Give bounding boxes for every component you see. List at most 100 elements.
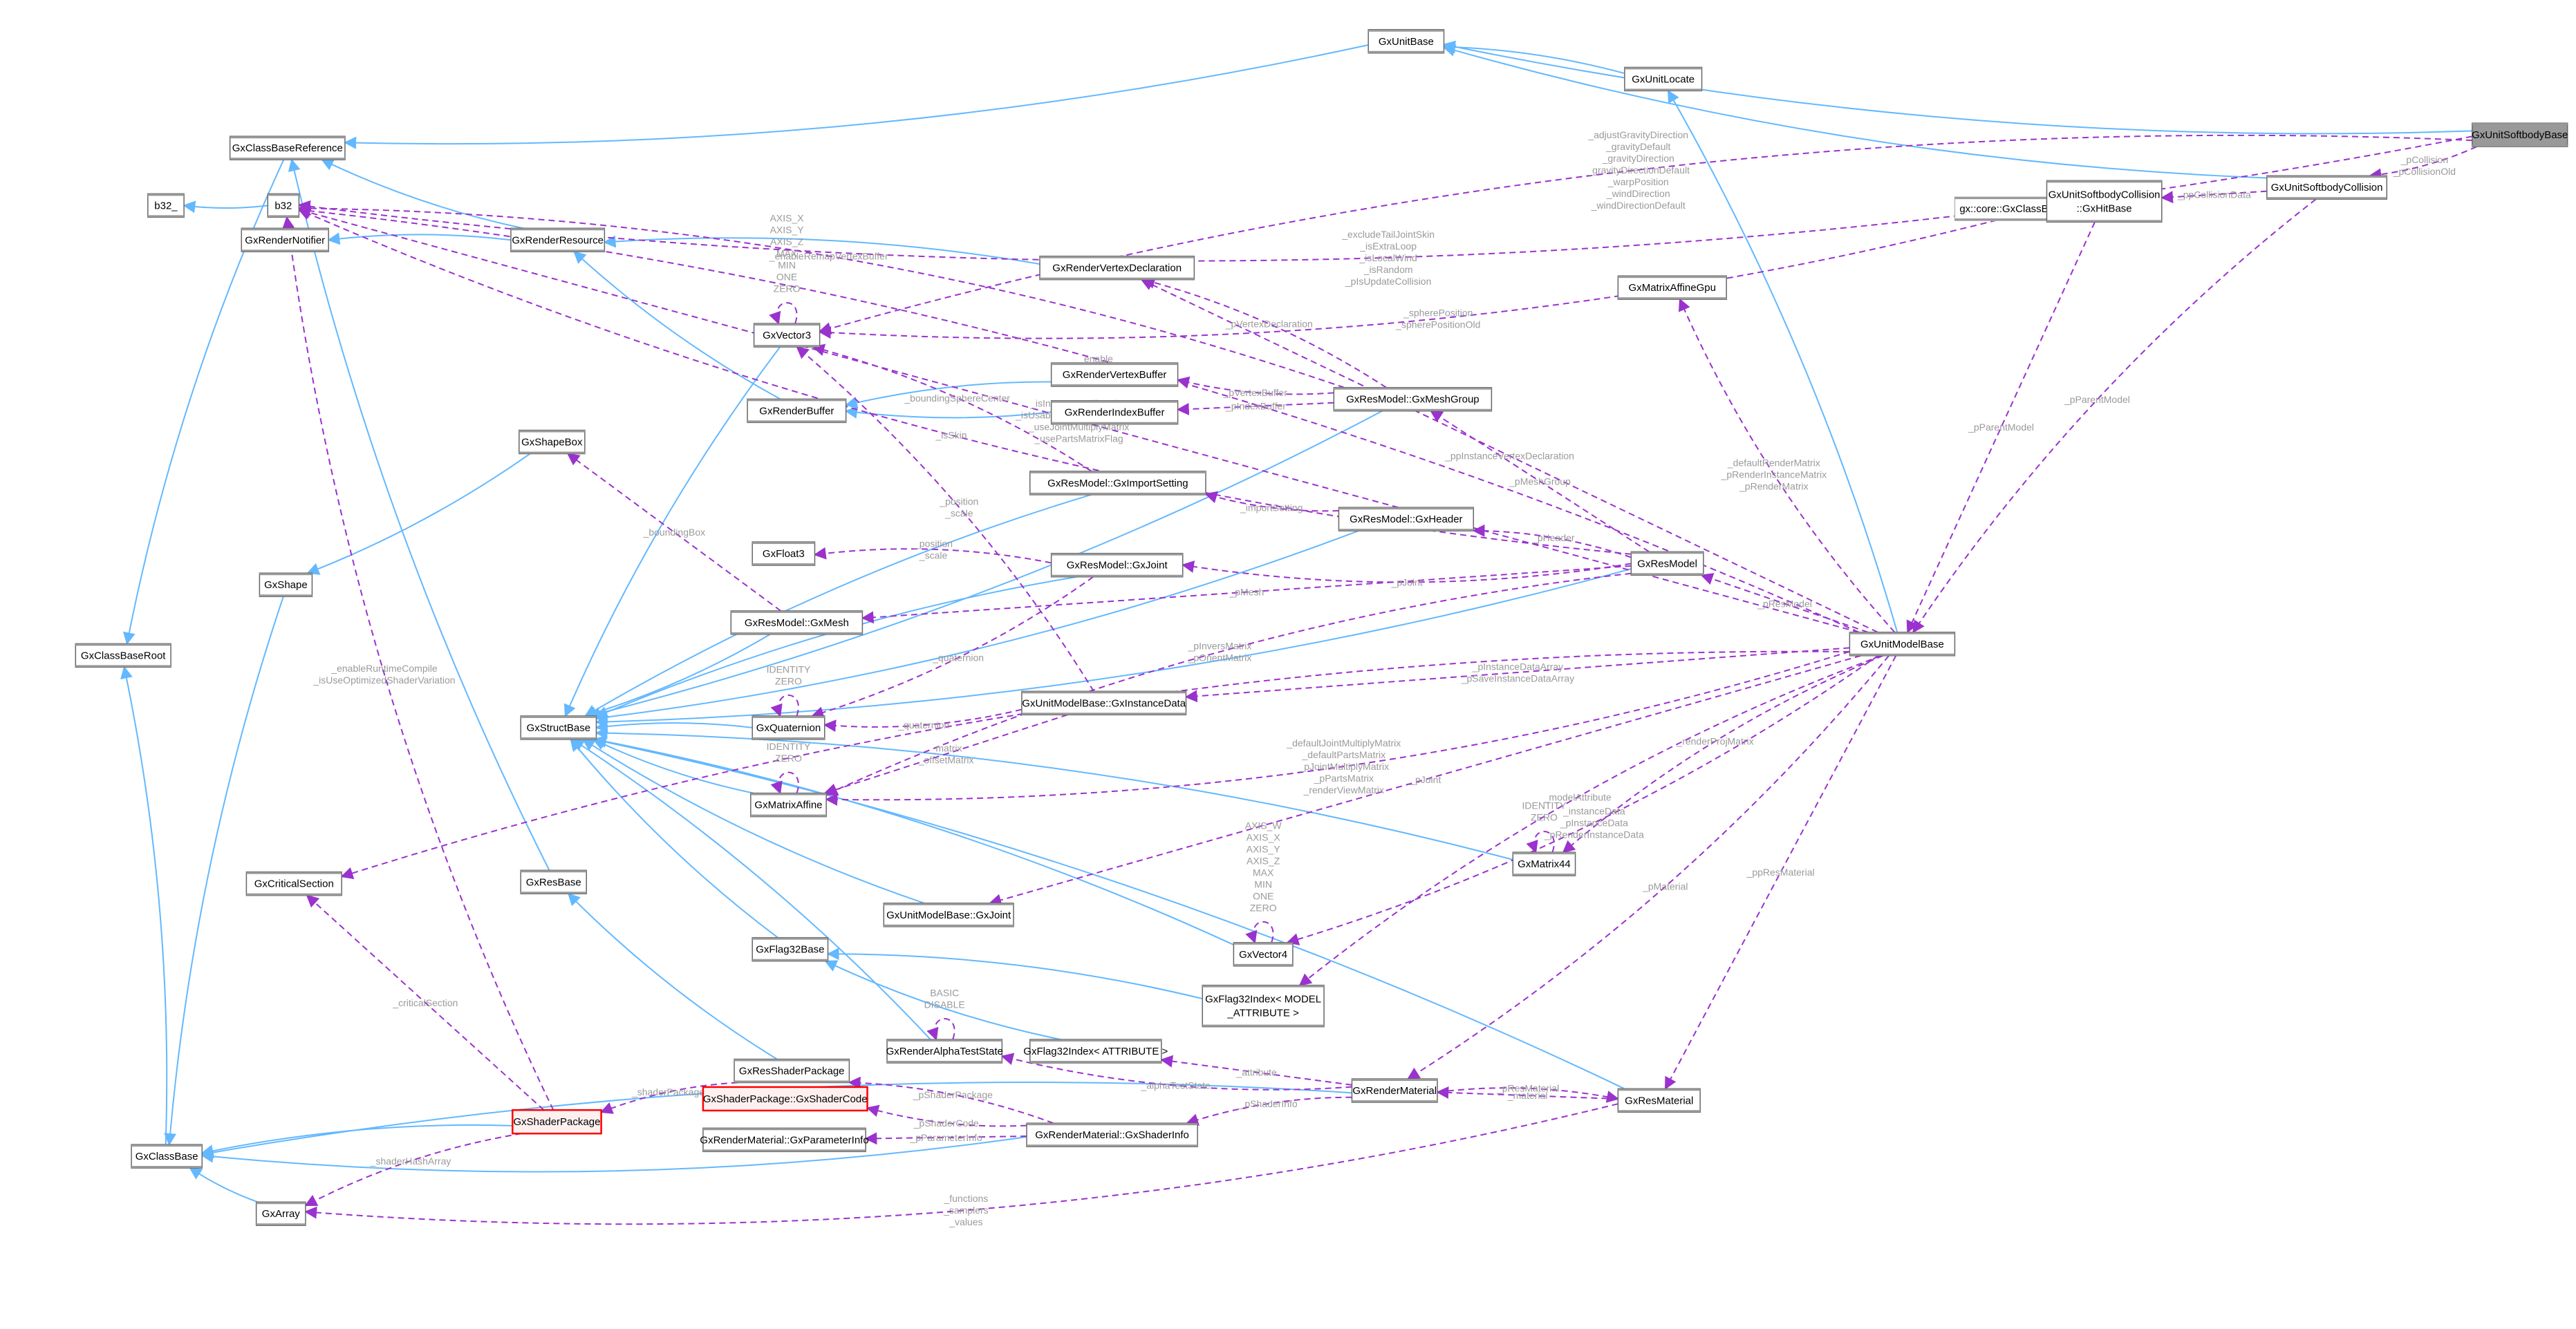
- inheritance-edge-gxarray-to-gxclassbase: [189, 1167, 258, 1203]
- node-label-line: GxShaderPackage::GxShaderCode: [703, 1093, 868, 1105]
- edge-label-line: _pPartsMatrix: [1314, 773, 1374, 784]
- class-node-gxcriticalsection[interactable]: GxCriticalSection: [245, 871, 342, 896]
- node-top-bar: [521, 715, 597, 718]
- class-node-gxunitlocate[interactable]: GxUnitLocate: [1624, 66, 1703, 92]
- edge-label-line: _pOrientMatrix: [1188, 652, 1252, 663]
- edge-labels-layer: _pCollision_pCollisionOld_ppCollisionDat…: [312, 129, 2456, 1227]
- class-node-gxvector3[interactable]: GxVector3: [753, 323, 821, 348]
- node-label-line: GxUnitModelBase: [1860, 639, 1944, 650]
- edge-label-line: _position: [939, 496, 978, 507]
- edge-label-line: _enableRuntimeCompile: [330, 663, 438, 674]
- node-top-bar: [1849, 632, 1955, 634]
- class-node-gxquaternion[interactable]: GxQuaternion: [752, 715, 825, 740]
- edge-label-b32: _isSkin: [935, 430, 967, 441]
- node-label-line: GxShape: [264, 579, 308, 591]
- class-node-gximportsetting[interactable]: GxResModel::GxImportSetting: [1029, 471, 1206, 496]
- node-bottom-bar: [268, 215, 299, 218]
- class-node-gxflag32indexmodel[interactable]: GxFlag32Index< MODEL_ATTRIBUTE >: [1202, 984, 1325, 1028]
- class-node-gxshape[interactable]: GxShape: [259, 572, 313, 597]
- class-node-gxunitbase[interactable]: GxUnitBase: [1368, 29, 1445, 54]
- class-node-gxflag32indexattr[interactable]: GxFlag32Index< ATTRIBUTE >: [1023, 1039, 1168, 1064]
- class-node-gxclassbasereference[interactable]: GxClassBaseReference: [229, 135, 346, 160]
- class-node-gxinstancedata[interactable]: GxUnitModelBase::GxInstanceData: [1021, 690, 1187, 716]
- node-bottom-bar: [1954, 218, 2070, 221]
- class-node-gxunitmodelbase[interactable]: GxUnitModelBase: [1849, 632, 1956, 657]
- class-node-gxresmaterial[interactable]: GxResMaterial: [1617, 1088, 1701, 1113]
- edge-label-gxresshaderpackage: _pShaderPackage: [913, 1089, 993, 1100]
- node-top-bar: [1618, 276, 1727, 279]
- self-loop-gxvector4: [1245, 921, 1274, 944]
- edge-label-line: _ppInstanceVertexDeclaration: [1444, 451, 1574, 462]
- node-bottom-bar: [752, 563, 815, 566]
- class-node-gxrenderalphateststate[interactable]: GxRenderAlphaTestState: [886, 1039, 1003, 1064]
- edge-label-line: _gravityDirectionDefault: [1586, 164, 1690, 176]
- usage-edge-gxunitmodelbase-to-gxrendervertexdeclaration: [1140, 279, 1878, 633]
- class-node-gxstructbase[interactable]: GxStructBase: [520, 715, 597, 740]
- class-node-gxumbjoint[interactable]: GxUnitModelBase::GxJoint: [883, 903, 1014, 927]
- node-label: GxArray: [262, 1208, 301, 1220]
- node-label: GxFloat3: [763, 548, 805, 560]
- class-node-gxunitsoftbodybase[interactable]: GxUnitSoftbodyBase: [2472, 122, 2568, 147]
- class-node-gxheader[interactable]: GxResModel::GxHeader: [1338, 507, 1475, 531]
- edge-label-gxresmaterial: _pResMaterial: [1496, 1083, 1559, 1094]
- class-node-gxshaderpackage[interactable]: GxShaderPackage: [512, 1109, 602, 1135]
- class-node-gxshadercode[interactable]: GxShaderPackage::GxShaderCode: [702, 1086, 868, 1112]
- class-node-gxshaderinfo[interactable]: GxRenderMaterial::GxShaderInfo: [1026, 1122, 1198, 1147]
- edge-label-line: ZERO: [1250, 902, 1277, 913]
- node-label: GxRenderVertexBuffer: [1063, 369, 1167, 381]
- edge-label-line: _pCollisionOld: [2393, 166, 2456, 177]
- class-node-gxclassbaseroot[interactable]: GxClassBaseRoot: [75, 643, 171, 668]
- class-node-b32[interactable]: b32: [267, 193, 300, 218]
- inheritance-edge-gximportsetting-to-gxstructbase: [584, 493, 1092, 717]
- edge-label-line: _excludeTailJointSkin: [1341, 229, 1435, 240]
- class-node-gxrenderresource[interactable]: GxRenderResource: [510, 227, 606, 253]
- node-label: GxRenderAlphaTestState: [886, 1046, 1003, 1057]
- class-node-gxrendervertexdeclaration[interactable]: GxRenderVertexDeclaration: [1039, 255, 1195, 281]
- inheritance-edge-gxflag32base-to-gxstructbase: [570, 738, 778, 939]
- class-node-gxrenderindexbuffer[interactable]: GxRenderIndexBuffer: [1050, 399, 1179, 425]
- class-node-gxresmodeljoint[interactable]: GxResModel::GxJoint: [1050, 552, 1184, 578]
- node-top-bar: [731, 610, 863, 613]
- class-node-gxfloat3[interactable]: GxFloat3: [752, 541, 816, 566]
- edge-label-line: _pVertexDeclaration: [1225, 319, 1313, 330]
- node-bottom-bar: [1040, 277, 1195, 280]
- class-node-gxclassbase[interactable]: GxClassBase: [131, 1144, 203, 1169]
- edge-label-gxrendermaterial: _material: [1507, 1090, 1548, 1101]
- node-bottom-bar: [1233, 963, 1293, 966]
- class-node-gxmatrixaffine[interactable]: GxMatrixAffine: [750, 792, 827, 818]
- class-node-gxflag32base[interactable]: GxFlag32Base: [752, 936, 829, 962]
- class-node-gxrendervertexbuffer[interactable]: GxRenderVertexBuffer: [1050, 362, 1179, 387]
- class-node-gxarray[interactable]: GxArray: [255, 1201, 306, 1226]
- class-node-gxunitsoftbodycollision[interactable]: GxUnitSoftbodyCollision: [2266, 175, 2388, 200]
- edge-label-line: _pMaterial: [1642, 881, 1688, 892]
- edge-label-line: _enableRemapVertexBuffer: [769, 251, 888, 262]
- usage-edge-gxmeshgroup-to-b32: [297, 202, 1345, 388]
- class-node-gxmesh[interactable]: GxResModel::GxMesh: [730, 610, 864, 635]
- node-label: GxMatrix44: [1518, 858, 1571, 870]
- class-node-gxrendermaterial[interactable]: GxRenderMaterial: [1351, 1078, 1438, 1103]
- class-node-gxmatrixaffinegpu[interactable]: GxMatrixAffineGpu: [1617, 275, 1727, 300]
- edge-label-line: IDENTITY: [767, 741, 811, 752]
- inheritance-edge-gxshaderinfo-to-gxclassbase: [200, 1135, 1027, 1173]
- class-node-gxparameterinfo[interactable]: GxRenderMaterial::GxParameterInfo: [700, 1127, 869, 1153]
- class-node-hitbase[interactable]: GxUnitSoftbodyCollision::GxHitBase: [2046, 180, 2163, 223]
- class-node-gxresbase[interactable]: GxResBase: [520, 869, 587, 895]
- node-top-bar: [1368, 29, 1444, 32]
- class-node-gxrendernotifier[interactable]: GxRenderNotifier: [241, 227, 329, 253]
- edge-label-gxunitsoftbodycollision: _pCollision_pCollisionOld: [2393, 154, 2456, 177]
- class-node-gxshapebox[interactable]: GxShapeBox: [519, 429, 586, 455]
- node-label: GxVector4: [1239, 949, 1287, 961]
- edge-label-line: AXIS_Z: [770, 236, 804, 247]
- node-top-bar: [519, 430, 585, 433]
- edge-label-gxrenderindexbuffer: _pIndexBuffer: [1225, 401, 1286, 412]
- usage-edge-gxresmodeljoint-to-gxquaternion: [811, 576, 1094, 719]
- class-node-gxvector4[interactable]: GxVector4: [1233, 942, 1294, 967]
- class-node-b32[interactable]: b32_: [147, 193, 185, 218]
- class-node-gxrenderbuffer[interactable]: GxRenderBuffer: [747, 398, 847, 424]
- edge-label-b32: _excludeTailJointSkin_isExtraLoop_isLoca…: [1341, 229, 1435, 287]
- class-node-gxresshaderpackage[interactable]: GxResShaderPackage: [734, 1058, 850, 1084]
- class-node-gxmeshgroup[interactable]: GxResModel::GxMeshGroup: [1333, 386, 1493, 412]
- edge-label-line: AXIS_X: [1247, 831, 1281, 842]
- class-node-gxmatrix44[interactable]: GxMatrix44: [1512, 851, 1576, 876]
- class-node-gxresmodel[interactable]: GxResModel: [1630, 551, 1704, 576]
